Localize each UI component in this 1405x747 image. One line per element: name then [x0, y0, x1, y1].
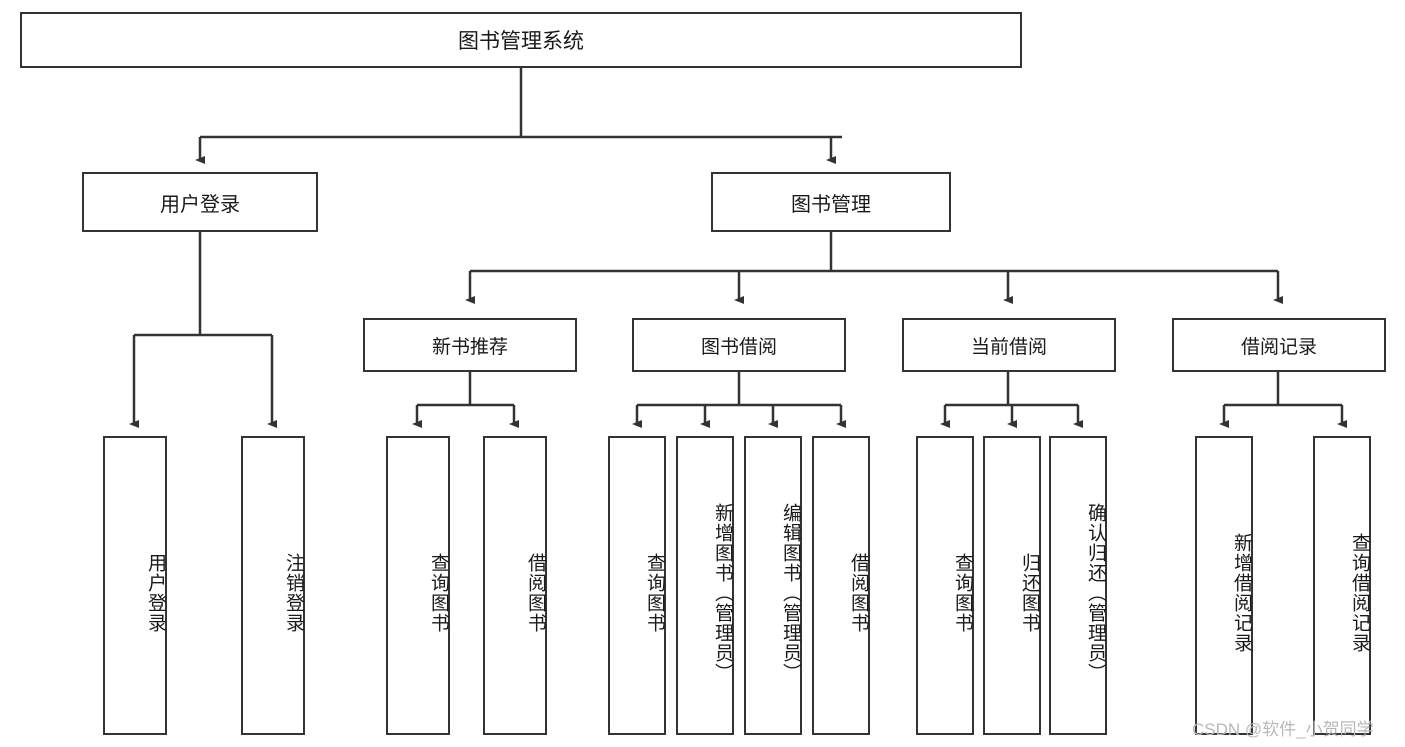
leaf-label: 查询图书: [644, 552, 665, 633]
leaf-user-login-signout[interactable]: 注销登录: [241, 436, 305, 735]
node-user-login-label: 用户登录: [160, 193, 240, 216]
leaf-new-book-borrow[interactable]: 借阅图书: [483, 436, 547, 735]
node-borrow-record-label: 借阅记录: [1240, 336, 1317, 358]
node-book-management[interactable]: 图书管理: [711, 172, 951, 232]
leaf-label: 查询图书: [952, 552, 973, 633]
node-current-borrow-label: 当前借阅: [970, 336, 1047, 358]
leaf-label: 借阅图书: [848, 552, 869, 633]
leaf-borrow-record-query[interactable]: 查询借阅记录: [1313, 436, 1371, 735]
leaf-label: 借阅图书: [525, 552, 546, 633]
node-borrow-record[interactable]: 借阅记录: [1172, 318, 1386, 372]
node-root-label: 图书管理系统: [458, 30, 584, 53]
watermark-text: CSDN @软件_小贺同学: [1192, 720, 1374, 739]
leaf-label: 查询图书: [428, 552, 449, 633]
leaf-book-borrow-edit[interactable]: 编辑图书（管理员）: [744, 436, 802, 735]
leaf-label: 新增借阅记录: [1231, 532, 1252, 653]
leaf-label: 确认归还（管理员）: [1085, 502, 1106, 683]
node-root[interactable]: 图书管理系统: [20, 12, 1022, 68]
node-user-login[interactable]: 用户登录: [82, 172, 318, 232]
node-current-borrow[interactable]: 当前借阅: [902, 318, 1116, 372]
leaf-label: 用户登录: [145, 552, 166, 633]
leaf-label: 编辑图书（管理员）: [780, 502, 801, 683]
node-book-borrow[interactable]: 图书借阅: [632, 318, 846, 372]
leaf-label: 注销登录: [283, 552, 304, 633]
leaf-label: 归还图书: [1019, 552, 1040, 633]
leaf-book-borrow-lend[interactable]: 借阅图书: [812, 436, 870, 735]
leaf-user-login-signin[interactable]: 用户登录: [103, 436, 167, 735]
node-new-book-recommend[interactable]: 新书推荐: [363, 318, 577, 372]
leaf-current-borrow-confirm-return[interactable]: 确认归还（管理员）: [1049, 436, 1107, 735]
leaf-book-borrow-query[interactable]: 查询图书: [608, 436, 666, 735]
leaf-new-book-query[interactable]: 查询图书: [386, 436, 450, 735]
leaf-current-borrow-return[interactable]: 归还图书: [983, 436, 1041, 735]
node-book-management-label: 图书管理: [791, 193, 871, 216]
node-new-book-recommend-label: 新书推荐: [431, 336, 508, 358]
node-book-borrow-label: 图书借阅: [700, 336, 777, 358]
leaf-book-borrow-add[interactable]: 新增图书（管理员）: [676, 436, 734, 735]
leaf-label: 新增图书（管理员）: [712, 502, 733, 683]
leaf-label: 查询借阅记录: [1349, 532, 1370, 653]
leaf-current-borrow-query[interactable]: 查询图书: [916, 436, 974, 735]
leaf-borrow-record-add[interactable]: 新增借阅记录: [1195, 436, 1253, 735]
